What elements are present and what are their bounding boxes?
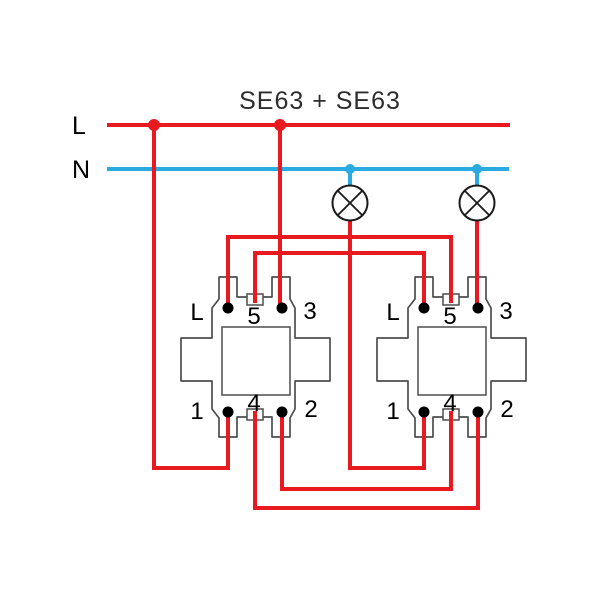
lamp-2-cross [463,189,491,217]
wire-lamp1-to-sw2-terminal1 [348,218,426,470]
live-junction-dot-1 [148,119,160,131]
neutral-bus-label: N [72,156,90,184]
switch-2-rocker [417,326,487,396]
switch-1-terminal-3-dot [276,302,288,314]
live-junction-dot-2 [274,119,286,131]
switch-1-terminal-1-dot [222,406,234,418]
switch-2-label-5: 5 [443,303,456,330]
switch-1-label-1: 1 [190,398,203,425]
diagram-title: SE63 + SE63 [239,87,401,115]
switch-2-label-1: 1 [386,398,399,425]
switch-2-terminal-dots [418,302,484,418]
switch-1-terminal-L-dot [222,302,234,314]
switch-1-terminal-2-dot [276,406,288,418]
switch-1-label-4: 4 [247,390,260,417]
switch-1-terminal-dots [222,302,288,418]
wire-sw1-5-to-sw2L [253,251,426,308]
wire-sw1L-to-sw2-5 [226,235,453,308]
switch-2-terminal-1-dot [418,406,430,418]
switch-2-label-4: 4 [443,390,456,417]
switch-1-labels: L 5 3 1 4 2 [190,298,317,425]
switch-1-label-5: 5 [247,303,260,330]
neutral-junction-dot-2 [472,164,482,174]
switch-1-label-3: 3 [303,298,316,325]
lamp-2-icon [458,184,496,222]
switch-2-label-L: L [386,299,399,326]
switch-2-labels: L 5 3 1 4 2 [386,298,513,425]
switch-2-label-2: 2 [500,396,513,423]
switch-2-terminal-L-dot [418,302,430,314]
switch-2-label-3: 3 [499,298,512,325]
switch-1-rocker [221,326,291,396]
wire-live-to-sw1-terminal1 [152,125,230,470]
neutral-junction-dot-1 [345,164,355,174]
live-bus-label: L [72,112,86,140]
switch-2-terminal-2-dot [472,406,484,418]
lamp-1-icon [331,184,369,222]
wire-sw1-4-to-sw2-2 [253,411,480,510]
switch-2-terminal-3-dot [472,302,484,314]
switch-1-label-L: L [190,299,203,326]
lamp-1-cross [336,189,364,217]
wire-sw1-2-to-sw2-4 [280,411,453,491]
switch-1-label-2: 2 [304,396,317,423]
switch-1-body [180,276,331,438]
